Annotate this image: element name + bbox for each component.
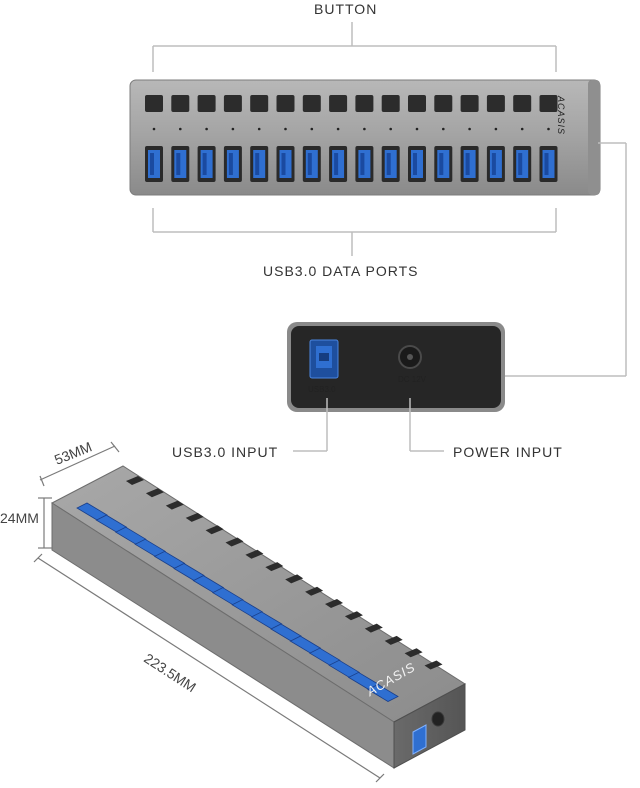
hub-button bbox=[171, 95, 190, 112]
led-indicator bbox=[231, 127, 235, 131]
hub-button bbox=[381, 95, 400, 112]
led-indicator bbox=[205, 127, 208, 131]
iso-button bbox=[424, 660, 443, 670]
usb-b-port bbox=[309, 339, 339, 379]
usb-port bbox=[355, 146, 374, 182]
hub-button bbox=[434, 95, 453, 112]
iso-button bbox=[145, 488, 164, 498]
iso-button bbox=[205, 525, 224, 535]
button-label: BUTTON bbox=[314, 1, 378, 17]
usb-port bbox=[329, 146, 348, 182]
hub-button bbox=[145, 95, 163, 112]
led-indicator bbox=[494, 127, 498, 131]
usb-port bbox=[539, 146, 558, 182]
hub-button bbox=[302, 95, 321, 112]
usb-port bbox=[197, 146, 216, 182]
button-bracket bbox=[152, 22, 557, 72]
led-row bbox=[152, 127, 550, 131]
iso-button bbox=[325, 599, 343, 608]
hub-isometric-view bbox=[51, 465, 466, 769]
hub-button bbox=[276, 95, 295, 112]
usb-port bbox=[460, 146, 479, 182]
hub-button bbox=[197, 95, 216, 112]
usb-port bbox=[381, 146, 400, 182]
dimension-height: 24MM bbox=[0, 510, 39, 526]
button-row bbox=[145, 95, 558, 112]
usb-port bbox=[276, 146, 295, 182]
usb-port bbox=[434, 146, 453, 182]
iso-button bbox=[344, 611, 363, 621]
iso-button bbox=[185, 512, 204, 522]
usb-port bbox=[145, 146, 163, 182]
hub-button bbox=[329, 95, 348, 112]
hub-button bbox=[486, 95, 505, 112]
led-indicator bbox=[257, 127, 261, 131]
usb-port bbox=[486, 146, 505, 182]
usb-data-ports-label: USB3.0 DATA PORTS bbox=[263, 263, 419, 279]
iso-button-row bbox=[126, 476, 443, 670]
ports-bracket bbox=[152, 208, 557, 256]
iso-button bbox=[305, 586, 324, 596]
side-dc-text: DC 12V bbox=[398, 375, 427, 384]
usb-port bbox=[250, 146, 269, 182]
usb-input-label: USB3.0 INPUT bbox=[172, 444, 279, 460]
hub-front-view bbox=[129, 79, 601, 196]
iso-button bbox=[384, 635, 403, 645]
hub-button bbox=[250, 95, 269, 112]
side-usb-text: USB3.0 bbox=[308, 385, 336, 394]
usb-port bbox=[302, 146, 321, 182]
power-input-label: POWER INPUT bbox=[453, 444, 563, 460]
led-indicator bbox=[520, 127, 524, 131]
usb-port bbox=[513, 146, 532, 182]
led-indicator bbox=[363, 127, 366, 131]
led-indicator bbox=[389, 127, 393, 131]
iso-usb-port bbox=[367, 684, 399, 702]
hub-button bbox=[408, 95, 426, 112]
iso-button bbox=[364, 623, 383, 633]
usb-port-row bbox=[145, 146, 558, 182]
led-indicator bbox=[310, 127, 314, 131]
led-indicator bbox=[179, 127, 182, 131]
led-indicator bbox=[284, 127, 287, 131]
brand-logo-top: ACASIS bbox=[556, 96, 566, 136]
led-indicator bbox=[442, 127, 445, 131]
iso-button bbox=[285, 574, 304, 584]
hub-side-panel bbox=[287, 322, 505, 412]
dimension-lines bbox=[33, 441, 385, 783]
iso-button bbox=[265, 562, 284, 572]
iso-button bbox=[245, 549, 264, 559]
led-indicator bbox=[336, 127, 340, 131]
hub-button bbox=[355, 95, 374, 112]
hub-button bbox=[539, 95, 558, 112]
led-indicator bbox=[415, 127, 419, 131]
input-callouts bbox=[293, 398, 444, 452]
iso-button bbox=[404, 648, 423, 658]
usb-port bbox=[408, 146, 426, 182]
hub-button bbox=[513, 95, 532, 112]
led-indicator bbox=[468, 127, 471, 131]
hub-button bbox=[223, 95, 242, 112]
iso-button bbox=[126, 476, 144, 485]
iso-usb-port-row bbox=[76, 502, 399, 702]
side-connector-line bbox=[502, 142, 627, 377]
usb-port bbox=[223, 146, 242, 182]
usb-port bbox=[171, 146, 190, 182]
iso-button bbox=[225, 537, 244, 547]
dc-jack bbox=[398, 345, 422, 369]
led-indicator bbox=[152, 127, 156, 131]
hub-button bbox=[460, 95, 479, 112]
iso-button bbox=[165, 500, 184, 510]
led-indicator bbox=[547, 127, 550, 131]
